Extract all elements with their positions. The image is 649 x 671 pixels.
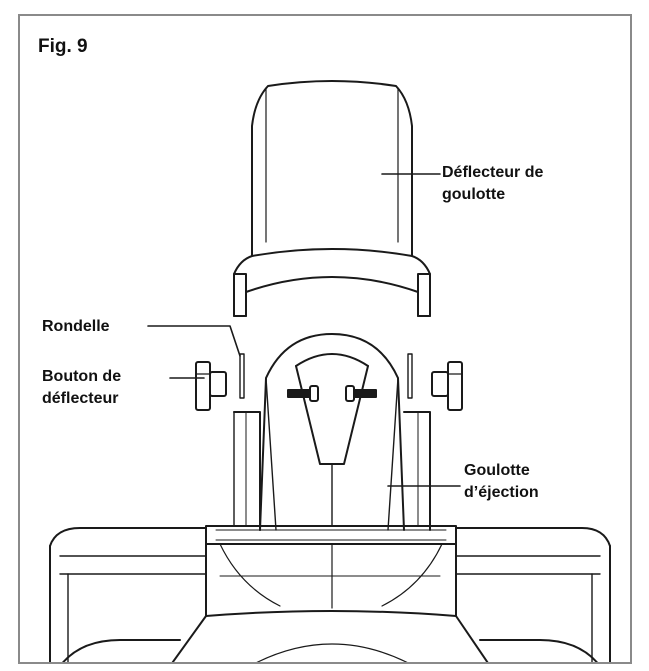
discharge-chute bbox=[233, 333, 431, 531]
chute-deflector bbox=[233, 80, 431, 317]
figure-title: Fig. 9 bbox=[38, 36, 88, 57]
knob-right bbox=[431, 361, 463, 411]
label-deflector-knob-line2: déflecteur bbox=[42, 390, 119, 407]
label-deflector-knob: Bouton de déflecteur bbox=[42, 366, 121, 410]
label-discharge-chute: Goulotte d’éjection bbox=[464, 460, 539, 504]
label-chute-deflector-line2: goulotte bbox=[442, 186, 506, 203]
housing bbox=[49, 525, 611, 662]
washer-right bbox=[407, 353, 413, 399]
leader-lines bbox=[147, 173, 461, 487]
label-chute-deflector: Déflecteur de goulotte bbox=[442, 162, 543, 206]
exploded-view-drawing bbox=[49, 80, 611, 662]
knob-left bbox=[195, 361, 227, 411]
bolts bbox=[287, 385, 377, 402]
label-deflector-knob-line1: Bouton de bbox=[42, 368, 122, 385]
figure-frame: Fig. 9 Déflecteur de goulotte Rondelle B… bbox=[18, 14, 632, 664]
label-chute-deflector-line1: Déflecteur de bbox=[442, 164, 544, 181]
label-discharge-chute-line2: d’éjection bbox=[464, 484, 539, 501]
label-washer-text: Rondelle bbox=[42, 318, 110, 335]
label-washer: Rondelle bbox=[42, 316, 110, 338]
washer-left bbox=[239, 353, 245, 399]
label-discharge-chute-line1: Goulotte bbox=[464, 462, 530, 479]
